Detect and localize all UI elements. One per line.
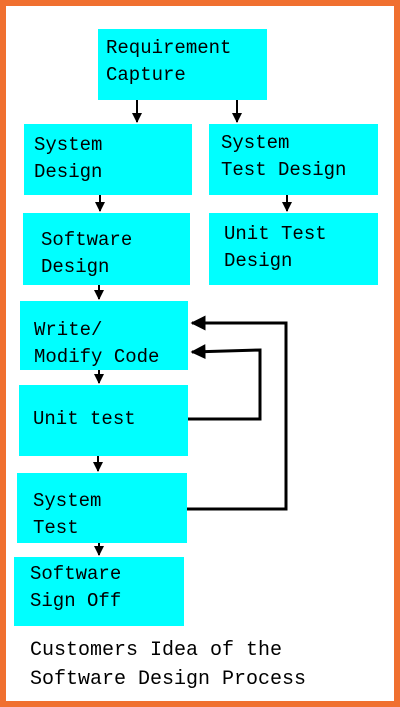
feedback-unit-test-to-code bbox=[188, 344, 262, 421]
node-unit-test-design: Unit Test Design bbox=[209, 213, 378, 285]
diagram-caption: Customers Idea of the Software Design Pr… bbox=[30, 639, 307, 691]
node-software-sign-off: Software Sign Off bbox=[14, 557, 184, 626]
feedback-system-test-to-code bbox=[187, 315, 288, 511]
node-unit-test: Unit test bbox=[19, 385, 188, 456]
node-software-design: Software Design bbox=[23, 213, 190, 285]
node-write-modify-code: Write/ Modify Code bbox=[20, 301, 188, 370]
node-system-design: System Design bbox=[24, 124, 192, 195]
node-system-test: System Test bbox=[17, 473, 187, 543]
node-system-test-design: System Test Design bbox=[209, 124, 378, 195]
node-requirement-capture: Requirement Capture bbox=[98, 29, 267, 100]
